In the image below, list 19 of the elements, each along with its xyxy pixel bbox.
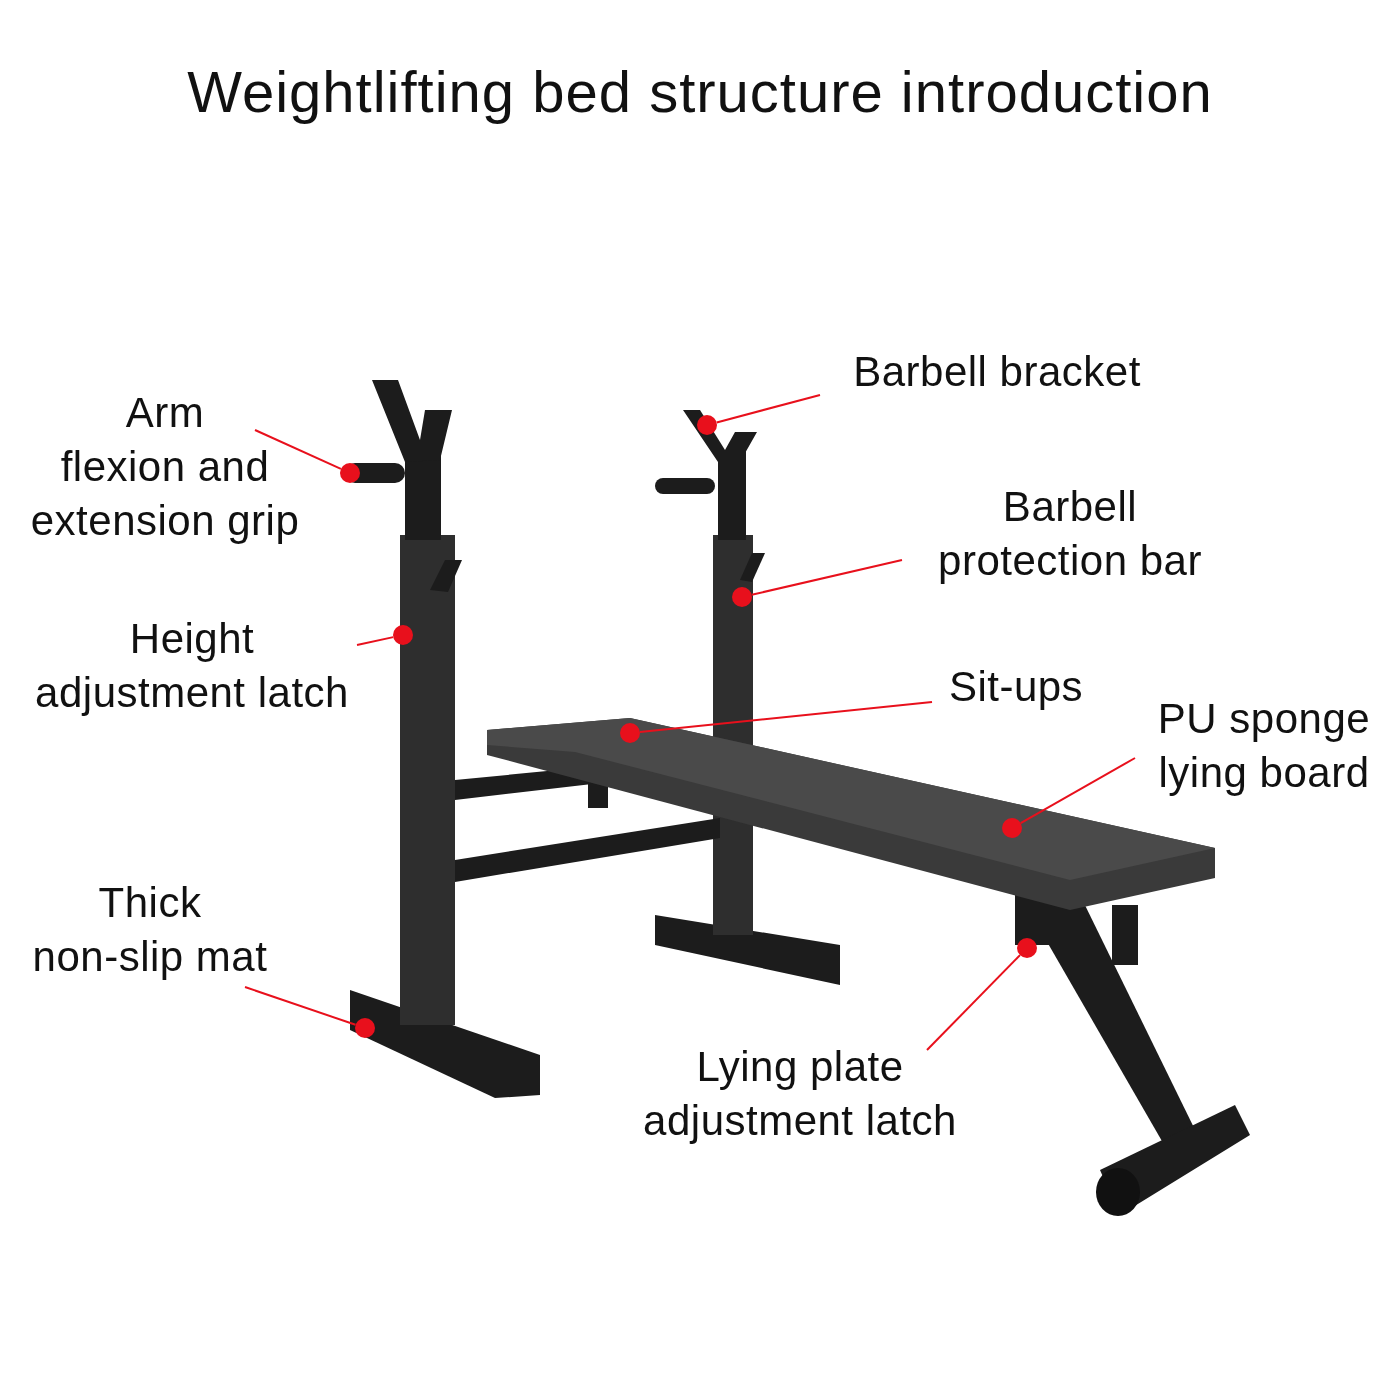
marker-dot xyxy=(393,625,413,645)
leader-line xyxy=(750,559,903,596)
leader-line xyxy=(715,394,821,424)
part-label: Sit-ups xyxy=(948,660,1084,714)
leader-line xyxy=(926,954,1021,1051)
part-label: PU sponge lying board xyxy=(1157,692,1371,800)
part-label: Arm flexion and extension grip xyxy=(30,386,300,548)
leader-line xyxy=(356,636,395,646)
leader-line xyxy=(638,701,933,733)
diagram-title: Weightlifting bed structure introduction xyxy=(186,58,1214,125)
part-label: Thick non-slip mat xyxy=(32,876,268,984)
part-label: Lying plate adjustment latch xyxy=(643,1040,957,1148)
part-label: Barbell bracket xyxy=(853,345,1141,399)
leader-line xyxy=(1019,757,1136,825)
part-label: Barbell protection bar xyxy=(938,480,1202,588)
part-label: Height adjustment latch xyxy=(35,612,349,720)
marker-dot xyxy=(340,463,360,483)
leader-line xyxy=(244,986,357,1026)
marker-dot xyxy=(697,415,717,435)
